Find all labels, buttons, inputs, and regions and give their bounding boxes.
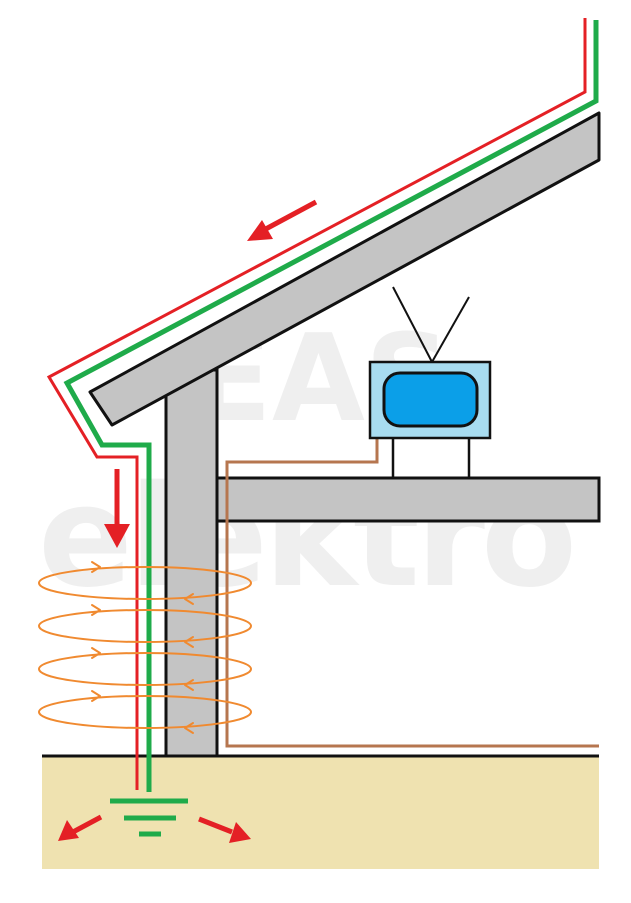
ground <box>42 756 599 869</box>
tv-signal-cable <box>225 438 599 748</box>
lightning-current-arrow-icon <box>247 199 318 241</box>
ground-conductor <box>63 20 599 792</box>
induced-current-loops <box>38 566 252 729</box>
lightning-current-arrow-icon <box>104 469 130 548</box>
induction-loop-icon <box>38 566 252 600</box>
induced-current-direction-arrows <box>91 561 194 734</box>
induction-loop-icon <box>38 609 252 643</box>
roof-slab <box>88 111 601 427</box>
wall-post <box>164 368 219 758</box>
induction-loop-icon <box>38 695 252 729</box>
lightning-current-path <box>46 18 587 790</box>
floor-beam <box>215 476 601 523</box>
lightning-current-arrow-icon <box>58 814 103 841</box>
lightning-current-arrow-icon <box>198 816 251 843</box>
television-icon <box>368 286 492 478</box>
ground-symbol-icon <box>110 798 188 837</box>
induction-loop-icon <box>38 652 252 686</box>
